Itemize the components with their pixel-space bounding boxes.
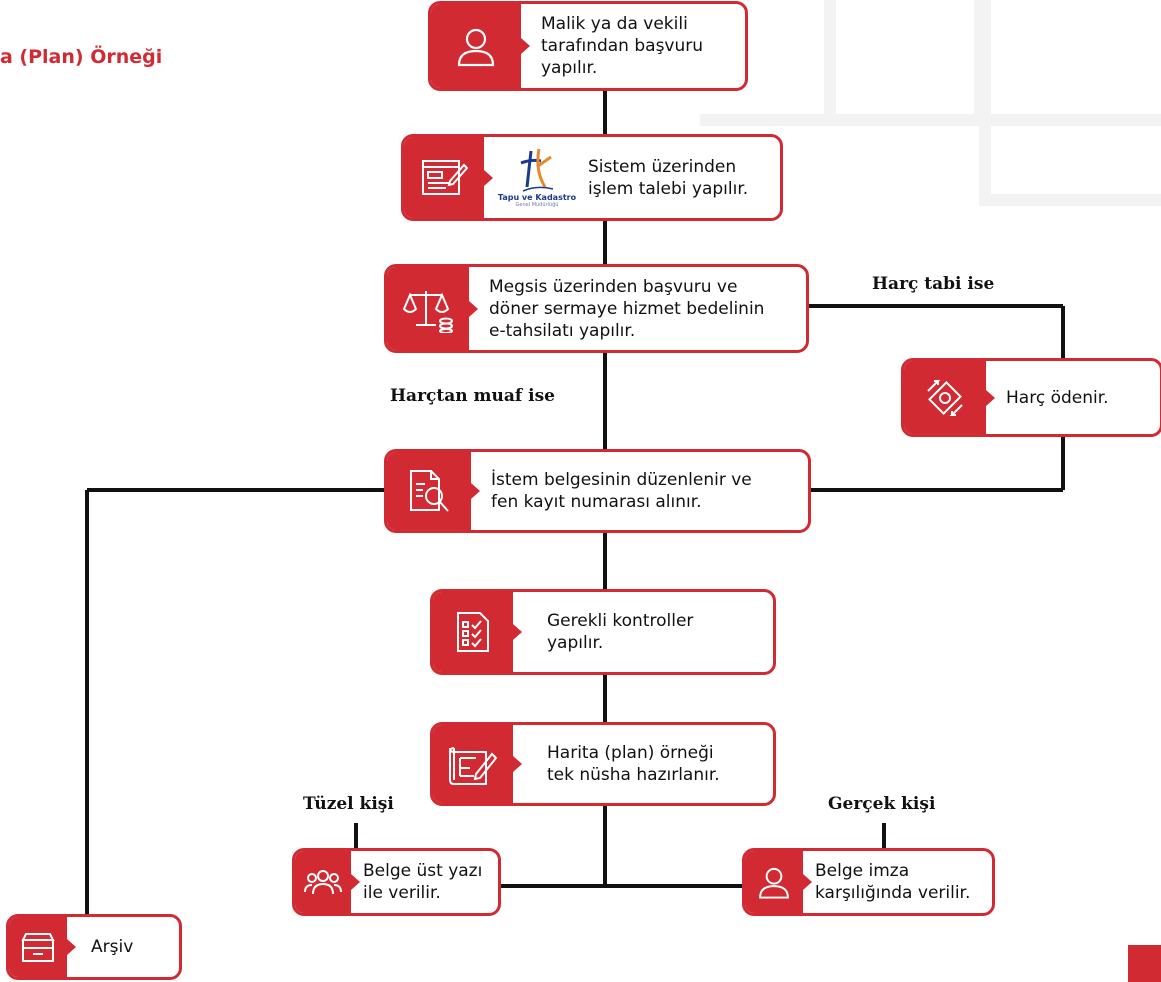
label-fee-applicable: Harç tabi ise bbox=[872, 274, 995, 294]
step-request-document: İstem belgesinin düzenlenir ve fen kayıt… bbox=[384, 449, 811, 533]
label-legal-entity: Tüzel kişi bbox=[303, 794, 394, 814]
money-transfer-icon bbox=[927, 379, 963, 416]
tkgm-logo-subtitle: Genel Müdürlüğü bbox=[515, 202, 559, 208]
step-fee-paid-text: Harç ödenir. bbox=[1006, 387, 1109, 408]
step-archive-text: Arşiv bbox=[91, 937, 134, 957]
step-real-person-delivery: Belge imza karşılığında verilir. bbox=[742, 848, 995, 916]
group-icon bbox=[304, 870, 342, 895]
step-map-copy-text: Harita (plan) örneği tek nüsha hazırlanı… bbox=[547, 743, 720, 785]
form-edit-icon bbox=[422, 159, 468, 195]
step-system-request-text: Sistem üzerinden işlem talebi yapılır. bbox=[588, 156, 749, 199]
step-archive: Arşiv bbox=[6, 914, 182, 980]
archive-box-icon bbox=[21, 933, 55, 962]
corner-accent bbox=[1128, 945, 1161, 982]
label-fee-exempt: Harçtan muaf ise bbox=[390, 386, 555, 406]
blueprint-edit-icon bbox=[449, 747, 498, 785]
step-checks-text: Gerekli kontroller yapılır. bbox=[547, 611, 694, 653]
step-system-request: Tapu ve Kadastro Genel Müdürlüğü Sistem … bbox=[401, 134, 783, 221]
step-fee-paid: Harç ödenir. bbox=[901, 358, 1161, 437]
step-real-person-delivery-text: Belge imza karşılığında verilir. bbox=[815, 861, 971, 903]
step-legal-entity-delivery-text: Belge üst yazı ile verilir. bbox=[363, 861, 483, 903]
person-icon bbox=[457, 28, 495, 67]
tkgm-logo-title: Tapu ve Kadastro bbox=[497, 193, 577, 202]
step-map-copy: Harita (plan) örneği tek nüsha hazırlanı… bbox=[430, 722, 776, 806]
person-icon bbox=[759, 867, 789, 899]
checklist-icon bbox=[457, 612, 489, 652]
step-legal-entity-delivery: Belge üst yazı ile verilir. bbox=[292, 848, 501, 916]
step-megsis-payment: Megsis üzerinden başvuru ve döner sermay… bbox=[384, 264, 809, 353]
step-request-document-text: İstem belgesinin düzenlenir ve fen kayıt… bbox=[491, 470, 752, 512]
label-real-person: Gerçek kişi bbox=[828, 794, 936, 814]
scales-coins-icon bbox=[402, 290, 453, 333]
step-application-text: Malik ya da vekili tarafından başvuru ya… bbox=[541, 14, 704, 78]
tkgm-logo: Tapu ve Kadastro Genel Müdürlüğü bbox=[492, 137, 582, 218]
step-checks: Gerekli kontroller yapılır. bbox=[430, 589, 776, 675]
step-megsis-payment-text: Megsis üzerinden başvuru ve döner sermay… bbox=[489, 276, 765, 341]
tkgm-logo-mark bbox=[520, 148, 554, 192]
page-title: a (Plan) Örneği bbox=[0, 46, 163, 68]
document-search-icon bbox=[410, 470, 449, 512]
step-application: Malik ya da vekili tarafından başvuru ya… bbox=[428, 1, 748, 91]
